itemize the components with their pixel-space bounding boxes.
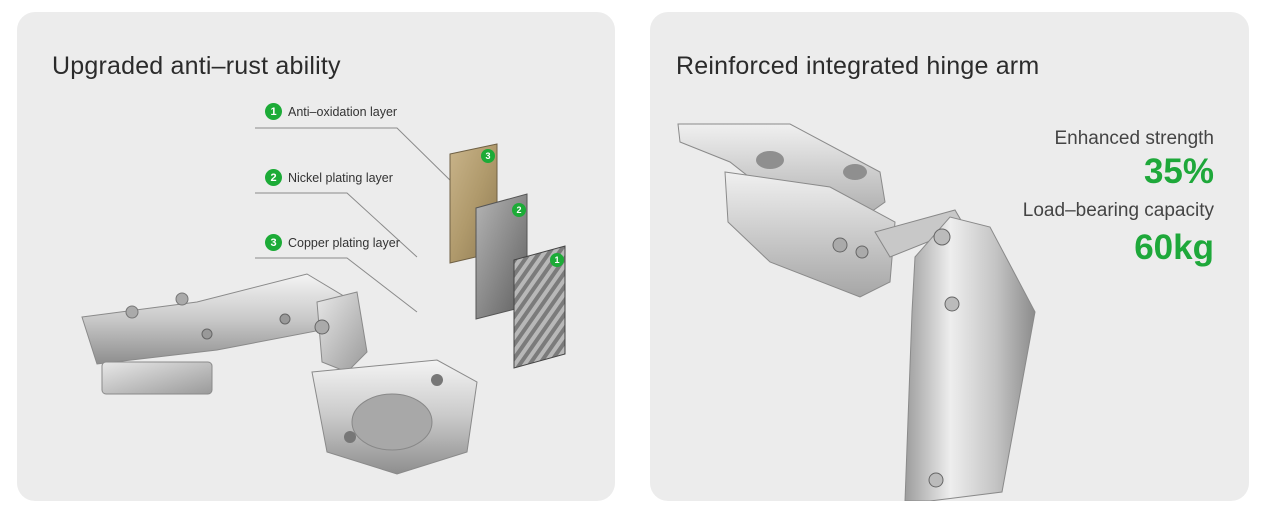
number-badge: 2: [265, 169, 282, 186]
stat-value-load: 60kg: [1134, 228, 1214, 267]
number-badge: 1: [265, 103, 282, 120]
anti-rust-card: Upgraded anti–rust ability: [17, 12, 615, 501]
plate-badge-nickel: 2: [512, 203, 526, 217]
hinge-arm-card: Reinforced integrated hinge arm: [650, 12, 1249, 501]
layer-text: Nickel plating layer: [288, 170, 393, 185]
hinge-arm-illustration: [677, 123, 1036, 501]
card-title: Upgraded anti–rust ability: [52, 52, 341, 80]
layer-label-nickel: 2 Nickel plating layer: [265, 169, 393, 186]
hinge-illustration: [81, 127, 566, 475]
stat-label-strength: Enhanced strength: [1054, 128, 1214, 149]
layer-text: Anti–oxidation layer: [288, 104, 398, 119]
layer-label-copper: 3 Copper plating layer: [265, 234, 400, 251]
card-title: Reinforced integrated hinge arm: [676, 52, 1040, 80]
plate-badge-anti-oxidation: 1: [550, 253, 564, 267]
layer-label-anti-oxidation: 1 Anti–oxidation layer: [265, 103, 397, 120]
number-badge: 3: [265, 234, 282, 251]
stat-value-strength: 35%: [1143, 152, 1214, 191]
layer-text: Copper plating layer: [288, 235, 400, 250]
plate-badge-copper: 3: [481, 149, 495, 163]
hinge-drawing: [81, 273, 478, 475]
stat-label-load: Load–bearing capacity: [1022, 200, 1214, 221]
